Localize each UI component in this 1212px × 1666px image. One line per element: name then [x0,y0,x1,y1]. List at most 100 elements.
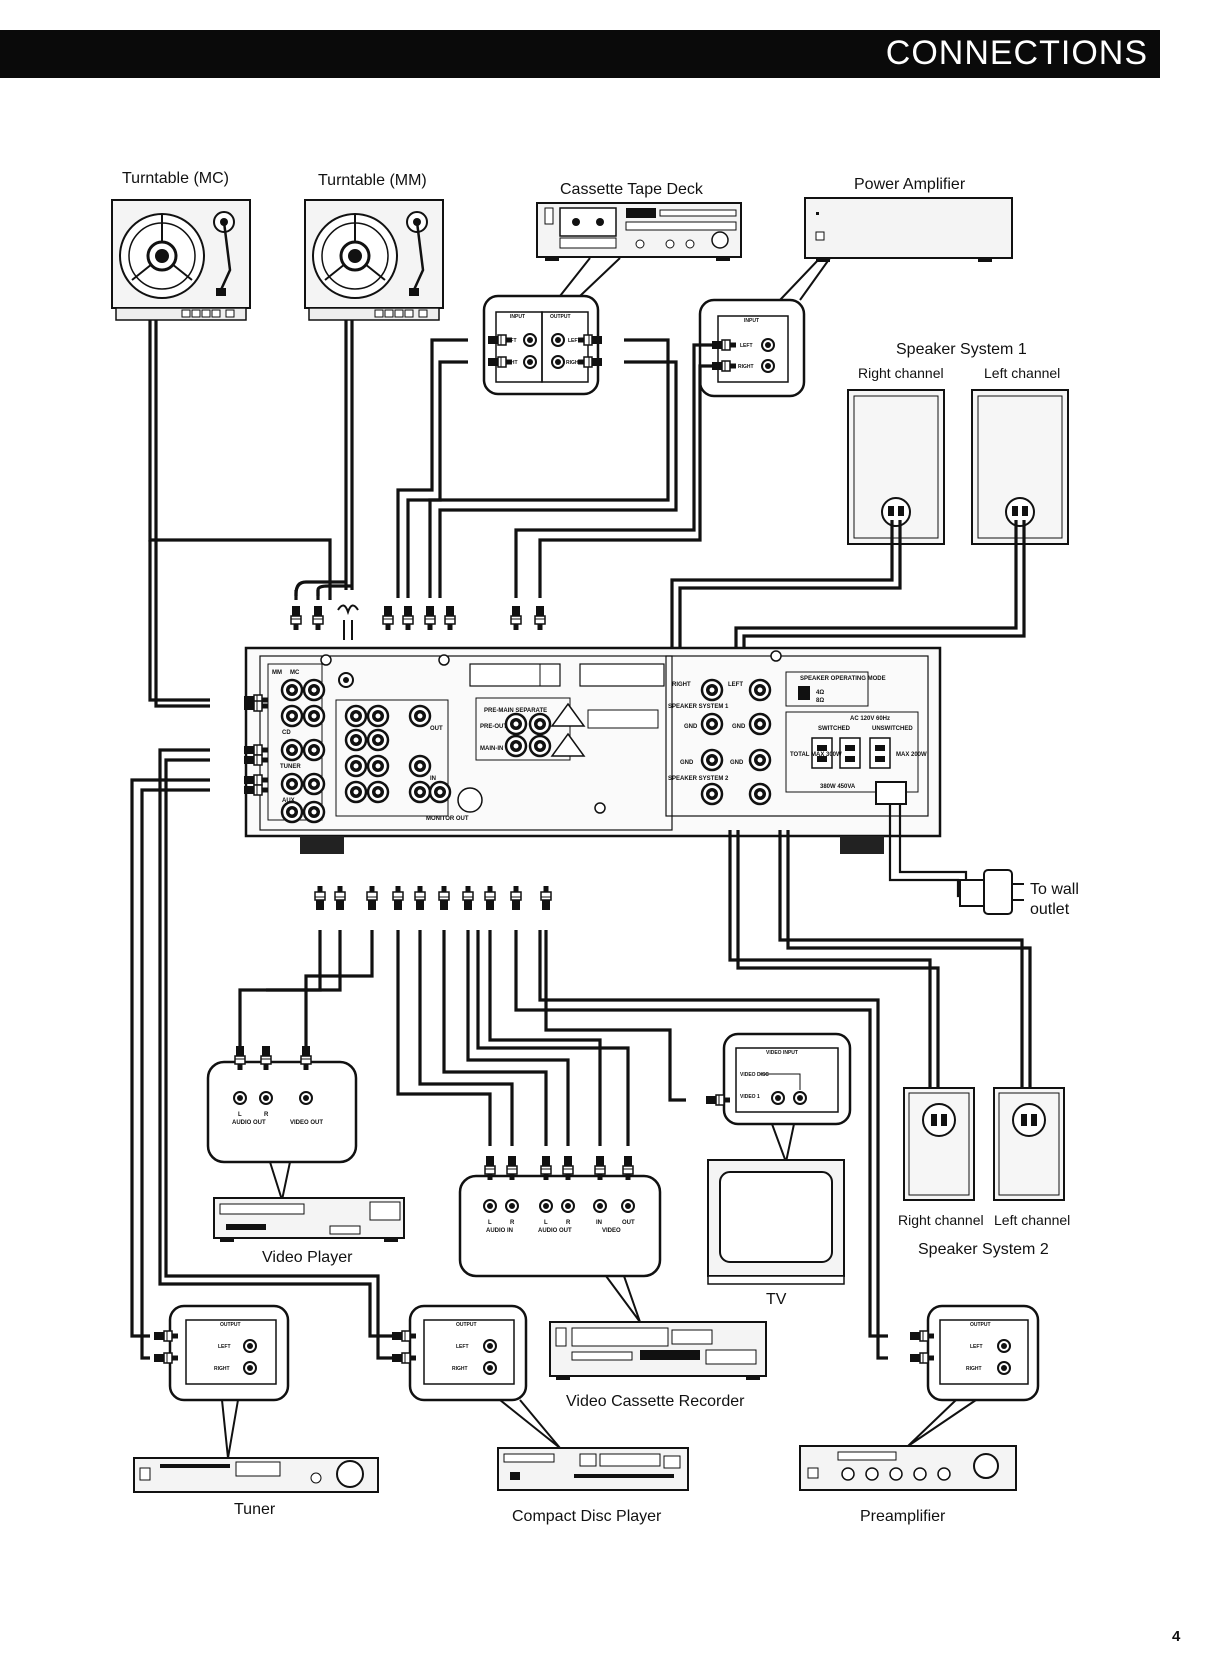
to-wall-label: To wall [1030,881,1079,898]
cd-output-label: OUTPUT [456,1322,477,1328]
vp-audio-out-label: AUDIO OUT [232,1120,266,1126]
vcr-label: Video Cassette Recorder [566,1393,745,1410]
tv-label: TV [766,1291,787,1308]
cd-player-device [497,1447,689,1491]
power-amp-right: RIGHT [738,364,754,370]
vcr-r-in: R [510,1220,515,1226]
tv-video-1-label: VIDEO 1 [740,1094,760,1100]
cassette-deck-label: Cassette Tape Deck [560,181,704,198]
cd-player-label: Compact Disc Player [512,1508,662,1525]
video-player-label: Video Player [262,1249,353,1266]
video-player-jack-panel: L R AUDIO OUT VIDEO OUT [206,1045,358,1204]
vcr-r-out: R [566,1220,571,1226]
panel-4ohm-label: 4Ω [816,690,824,696]
power-amplifier-label: Power Amplifier [854,176,966,193]
top-rca-plugs [290,604,546,640]
speaker-system-2-label: Speaker System 2 [918,1241,1049,1258]
video-player-device [213,1197,405,1242]
vcr-video-out: OUT [622,1220,635,1226]
cd-right-label: RIGHT [452,1366,468,1372]
power-cord [888,804,1024,915]
tv-device [707,1159,845,1285]
panel-out-label: OUT [430,726,443,732]
panel-main-in-label: MAIN-IN [480,746,503,752]
preamp-output-label: OUTPUT [970,1322,991,1328]
panel-tuner-label: TUNER [280,764,301,770]
cassette-input-label: INPUT [510,314,525,320]
power-amp-left: LEFT [740,343,753,349]
panel-pre-out-label: PRE-OUT [480,724,507,730]
speaker-2-right-label: Right channel [898,1212,984,1228]
tuner-label: Tuner [234,1501,276,1518]
speaker-2-left-label: Left channel [994,1212,1070,1228]
panel-speaker-mode-label: SPEAKER OPERATING MODE [800,676,886,682]
panel-power-rating-label: 380W 450VA [820,784,856,790]
preamp-left-label: LEFT [970,1344,983,1350]
speaker-1-right-label: Right channel [858,365,944,381]
power-amp-input-label: INPUT [744,318,759,324]
vcr-audio-in-label: AUDIO IN [486,1228,513,1234]
lower-cables [130,748,1032,1360]
speaker-1-left-label: Left channel [984,365,1060,381]
cd-jack-panel: OUTPUT LEFT RIGHT [391,1304,561,1449]
vcr-l-in: L [488,1220,492,1226]
panel-unswitched-label: UNSWITCHED [872,726,913,732]
page-number: 4 [1172,1628,1181,1645]
panel-switched-label: SWITCHED [818,726,851,732]
cd-left-label: LEFT [456,1344,469,1350]
panel-max-200w-label: MAX 200W [896,752,927,758]
tuner-left-label: LEFT [218,1344,231,1350]
turntable-mm-device [303,198,445,322]
vcr-video-label: VIDEO [602,1228,621,1234]
bottom-rca-plugs [314,885,552,911]
preamplifier-label: Preamplifier [860,1508,946,1525]
panel-speaker-1-label: SPEAKER SYSTEM 1 [668,704,729,710]
speaker-system-1-label: Speaker System 1 [896,341,1027,358]
panel-right-jack: RIGHT [672,682,691,688]
outlet-label: outlet [1030,901,1070,918]
tv-video-input-label: VIDEO INPUT [766,1050,798,1056]
tuner-output-label: OUTPUT [220,1322,241,1328]
panel-mc-label: MC [290,670,300,676]
tuner-right-label: RIGHT [214,1366,230,1372]
header-bar: CONNECTIONS [0,30,1160,78]
turntable-mc-device [110,198,252,322]
vp-r-label: R [264,1112,269,1118]
panel-left-jack: LEFT [728,682,743,688]
speaker-1-left [971,389,1069,545]
vcr-l-out: L [544,1220,548,1226]
panel-speaker-2-label: SPEAKER SYSTEM 2 [668,776,729,782]
power-amp-jack-panel: INPUT LEFT RIGHT [698,257,831,398]
cassette-output-label: OUTPUT [550,314,571,320]
speaker-2-left [993,1087,1065,1201]
panel-pre-main-label: PRE-MAIN SEPARATE [484,708,547,714]
tv-video-disc-label: VIDEO DISC [740,1072,769,1078]
vcr-device [549,1321,767,1380]
panel-gnd-4: GND [730,760,744,766]
turntable-mm-label: Turntable (MM) [318,172,427,189]
cassette-deck-device [536,202,742,261]
cassette-out-left: LEFT [568,338,581,344]
panel-aux-label: AUX [282,798,295,804]
cassette-out-right: RIGHT [566,360,582,366]
panel-gnd-1: GND [684,724,698,730]
panel-mm-label: MM [272,670,282,676]
preamplifier-device [799,1445,1017,1491]
preamp-jack-panel: OUTPUT LEFT RIGHT [907,1304,1040,1447]
panel-gnd-3: GND [680,760,694,766]
vp-l-label: L [238,1112,242,1118]
page-title: CONNECTIONS [885,34,1148,72]
tuner-jack-panel: OUTPUT LEFT RIGHT [153,1304,290,1459]
speaker-2-right [903,1087,975,1201]
cassette-deck-jack-panel: INPUT OUTPUT LEFT RIGHT LEFT RIGHT [482,257,621,396]
panel-8ohm-label: 8Ω [816,698,824,704]
preamp-right-label: RIGHT [966,1366,982,1372]
tuner-device [133,1457,379,1493]
vcr-video-in: IN [596,1220,602,1226]
panel-gnd-2: GND [732,724,746,730]
vcr-audio-out-label: AUDIO OUT [538,1228,572,1234]
speaker-1-right [847,389,945,545]
vcr-jack-panel: L R L R IN OUT AUDIO IN AUDIO OUT VIDEO [458,1155,662,1323]
vp-video-out-label: VIDEO OUT [290,1120,323,1126]
